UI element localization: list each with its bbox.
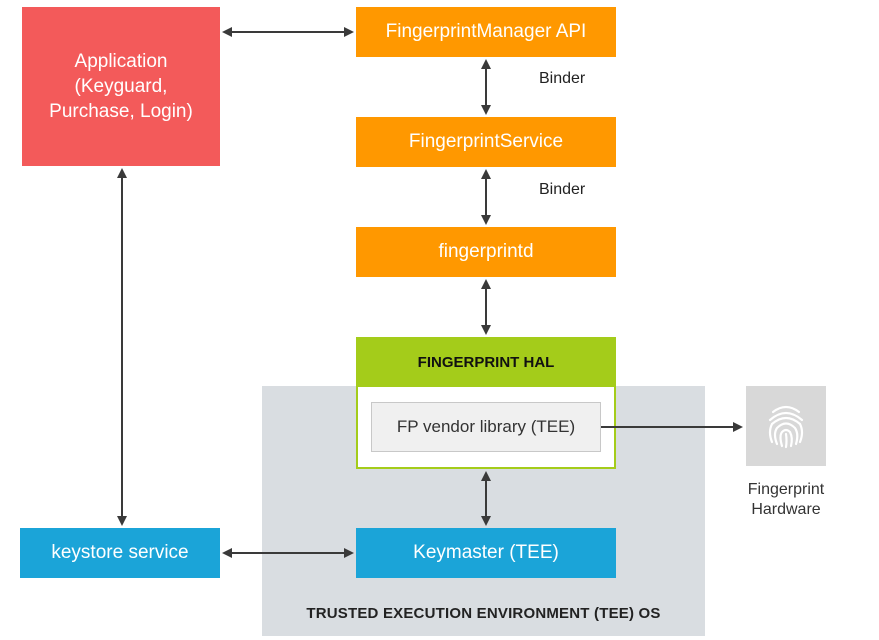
application-label-line3: Purchase, Login) [49,101,193,122]
fingerprint-hardware-box [746,386,826,466]
fingerprint-manager-api-box: FingerprintManager API [356,7,616,57]
fingerprint-hal-title: FINGERPRINT HAL [356,337,616,387]
keystore-service-box: keystore service [20,528,220,578]
fp-vendor-library-box: FP vendor library (TEE) [371,402,601,452]
keymaster-box: Keymaster (TEE) [356,528,616,578]
fingerprint-hardware-line1: Fingerprint [747,481,825,498]
tee-os-label: TRUSTED EXECUTION ENVIRONMENT (TEE) OS [306,605,661,622]
binder-label-1: Binder [539,70,586,87]
fingerprintd-box: fingerprintd [356,227,616,277]
fingerprint-service-box: FingerprintService [356,117,616,167]
binder-label-2: Binder [539,181,586,198]
application-box: Application (Keyguard, Purchase, Login) [22,7,220,166]
fingerprint-hardware-line2: Hardware [751,501,821,518]
fingerprint-icon [768,405,804,449]
application-label-line1: Application [74,51,168,72]
fingerprint-hardware-label: Fingerprint Hardware [716,480,856,520]
application-label-line2: (Keyguard, [74,76,168,97]
